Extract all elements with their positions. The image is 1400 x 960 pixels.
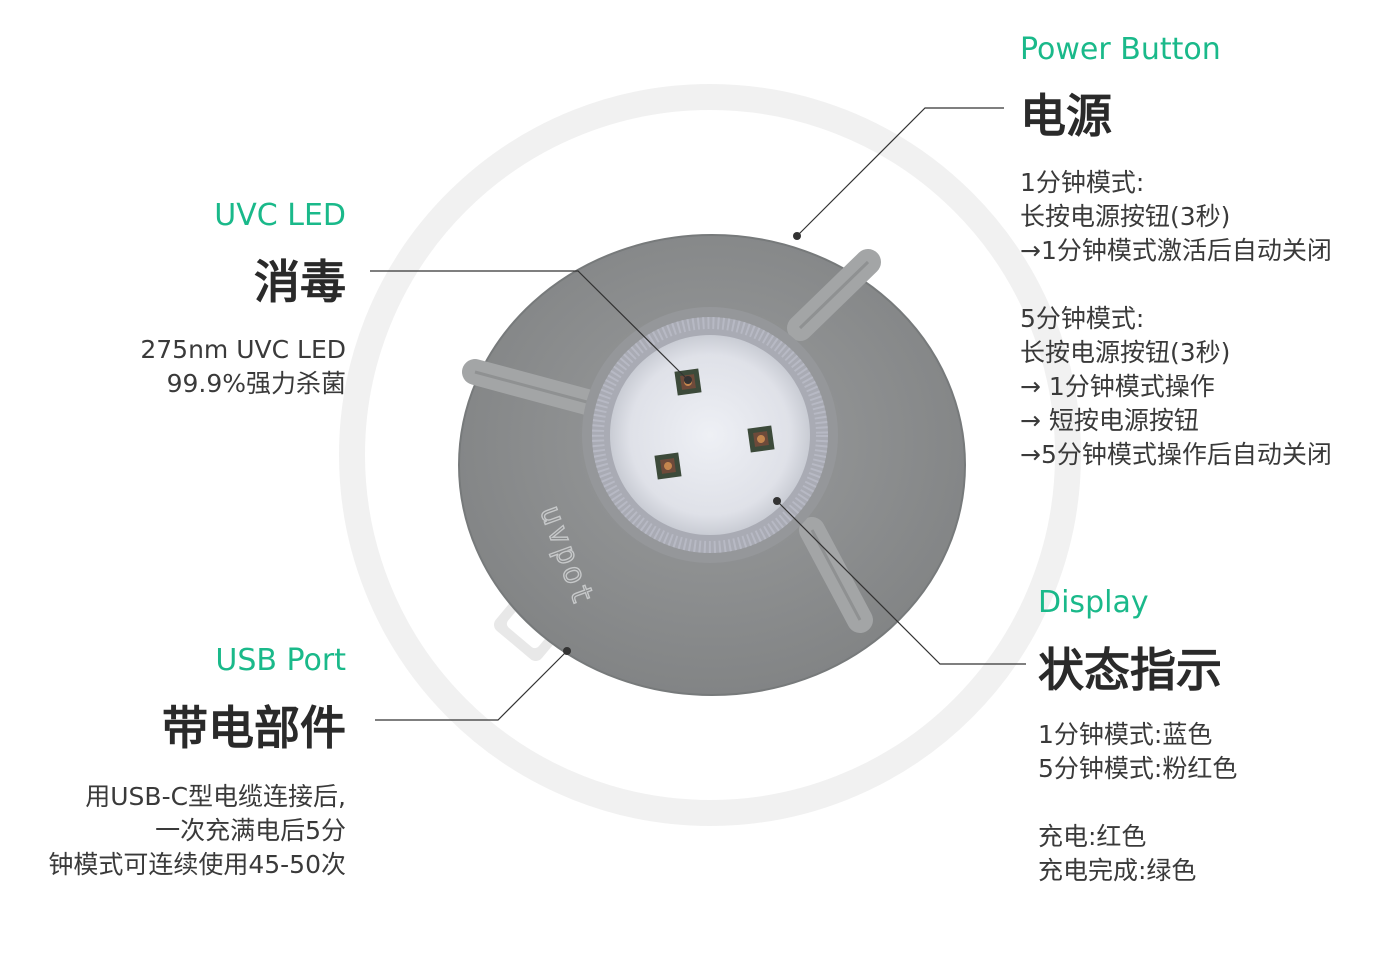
- description-line: →1分钟模式激活后自动关闭: [1020, 236, 1332, 265]
- description-line: 一次充满电后5分: [155, 816, 346, 845]
- description-line: 275nm UVC LED: [140, 335, 346, 364]
- description-line: 长按电源按钮(3秒): [1020, 202, 1231, 231]
- leader-dot: [773, 497, 781, 505]
- display-title-en: Display: [1038, 585, 1149, 620]
- description-line: 充电完成:绿色: [1038, 856, 1197, 885]
- leader-display: [776, 500, 1026, 665]
- uvc-led-title-zh: 消毒: [254, 255, 346, 309]
- description-line: → 短按电源按钮: [1020, 406, 1199, 435]
- leader-dot: [793, 232, 801, 240]
- description-line: [1038, 786, 1237, 820]
- power-button-title-zh: 电源: [1020, 89, 1112, 143]
- description-line: 用USB-C型电缆连接后,: [85, 782, 346, 811]
- power-button-description: 1分钟模式: 长按电源按钮(3秒) →1分钟模式激活后自动关闭 5分钟模式: 长…: [1020, 166, 1332, 472]
- description-line: 1分钟模式:蓝色: [1038, 720, 1213, 749]
- description-line: 99.9%强力杀菌: [166, 369, 346, 398]
- usb-port-title-en: USB Port: [215, 643, 346, 678]
- uvc-led-chip: [654, 452, 682, 480]
- leader-dot: [684, 376, 692, 384]
- background-ring: [339, 84, 1081, 826]
- description-line: 长按电源按钮(3秒): [1020, 338, 1231, 367]
- power-button-title-en: Power Button: [1020, 32, 1221, 67]
- leader-uvc-led: [370, 270, 689, 381]
- uvc-led-chip: [747, 425, 775, 453]
- description-line: 钟模式可连续使用45-50次: [48, 850, 346, 879]
- description-line: 5分钟模式:: [1020, 304, 1145, 333]
- leader-dot: [563, 647, 571, 655]
- description-line: 充电:红色: [1038, 822, 1147, 851]
- display-description: 1分钟模式:蓝色 5分钟模式:粉红色 充电:红色 充电完成:绿色: [1038, 718, 1237, 888]
- description-line: 1分钟模式:: [1020, 168, 1145, 197]
- uvc-led-title-en: UVC LED: [214, 198, 346, 233]
- usb-port-description: 用USB-C型电缆连接后, 一次充满电后5分 钟模式可连续使用45-50次: [48, 780, 346, 882]
- leader-lines: [370, 107, 1026, 721]
- usb-port-title-zh: 带电部件: [162, 701, 346, 755]
- description-line: 5分钟模式:粉红色: [1038, 754, 1238, 783]
- description-line: → 1分钟模式操作: [1020, 372, 1215, 401]
- leader-power-button: [796, 107, 1004, 237]
- leader-usb-port: [375, 650, 568, 721]
- description-line: [1020, 268, 1332, 302]
- display-diffuser: [610, 335, 810, 535]
- description-line: →5分钟模式操作后自动关闭: [1020, 440, 1332, 469]
- uvc-led-description: 275nm UVC LED 99.9%强力杀菌: [140, 333, 346, 401]
- display-title-zh: 状态指示: [1038, 643, 1222, 697]
